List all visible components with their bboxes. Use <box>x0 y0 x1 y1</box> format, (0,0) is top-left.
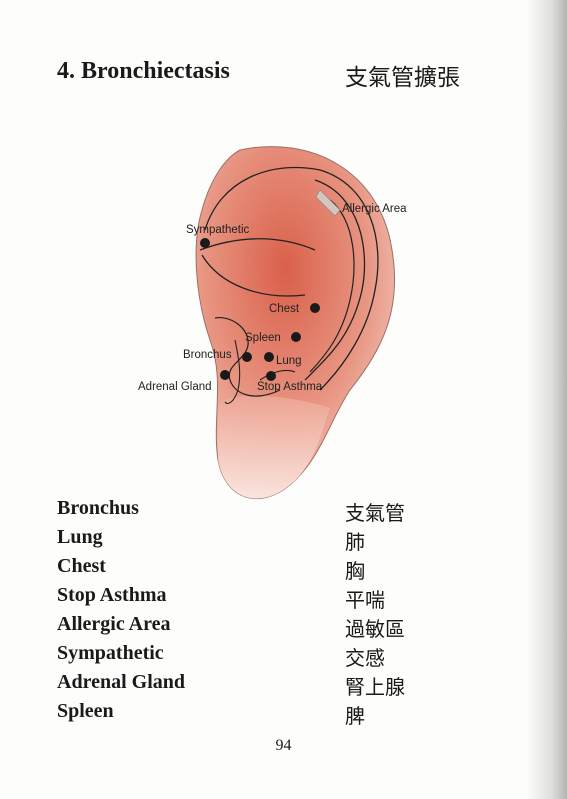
tragus-line <box>224 339 241 405</box>
upper-crus-line <box>199 238 316 251</box>
inner-helix-line <box>309 199 355 373</box>
page-number: 94 <box>275 737 292 754</box>
legend-english: Spleen <box>57 700 114 722</box>
legend-english: Adrenal Gland <box>57 671 185 693</box>
legend-english: Sympathetic <box>57 642 164 664</box>
page-edge-shadow <box>527 0 567 799</box>
sympathetic-point <box>200 238 210 248</box>
ear-lobe <box>218 395 330 499</box>
lung-point <box>264 352 274 362</box>
label-chest: Chest <box>269 303 300 315</box>
helix-line <box>204 166 379 391</box>
legend-row: Allergic Area 過敏區 <box>57 613 437 642</box>
antihelix-line <box>304 179 366 381</box>
legend-english: Stop Asthma <box>57 584 167 606</box>
legend-row: Spleen 脾 <box>57 700 437 729</box>
legend-chinese: 胸 <box>345 559 365 583</box>
spleen-point <box>291 332 301 342</box>
legend-chinese: 肺 <box>345 530 365 554</box>
legend-row: Stop Asthma 平喘 <box>57 584 437 613</box>
label-spleen: Spleen <box>245 332 281 344</box>
page-title: 4. Bronchiectasis <box>57 58 230 84</box>
legend-chinese: 腎上腺 <box>345 675 405 699</box>
chest-point <box>310 303 320 313</box>
label-adrenal-gland: Adrenal Gland <box>138 381 212 393</box>
concha-line <box>214 317 281 397</box>
adrenal-gland-point <box>220 370 230 380</box>
legend-row: Sympathetic 交感 <box>57 642 437 671</box>
legend-chinese: 平喘 <box>345 588 385 612</box>
label-bronchus: Bronchus <box>183 349 232 361</box>
bronchus-point <box>242 352 252 362</box>
allergic-area-marker <box>315 189 341 217</box>
ear-diagram: Allergic Area Sympathetic Chest Spleen B… <box>138 146 407 500</box>
legend-chinese: 脾 <box>345 704 365 728</box>
lower-crus-line <box>201 254 306 297</box>
legend-english: Chest <box>57 555 106 577</box>
point-legend: Bronchus 支氣管 Lung 肺 Chest 胸 Stop Asthma … <box>57 497 437 729</box>
antitragus-line <box>259 369 296 381</box>
legend-chinese: 支氣管 <box>345 501 405 525</box>
label-stop-asthma: Stop Asthma <box>257 381 323 393</box>
legend-row: Adrenal Gland 腎上腺 <box>57 671 437 700</box>
page-title-chinese: 支氣管擴張 <box>345 65 460 91</box>
legend-chinese: 過敏區 <box>345 617 405 641</box>
legend-row: Bronchus 支氣管 <box>57 497 437 526</box>
legend-english: Lung <box>57 526 103 548</box>
label-lung: Lung <box>276 355 302 367</box>
legend-chinese: 交感 <box>345 646 385 670</box>
label-sympathetic: Sympathetic <box>186 224 250 236</box>
legend-english: Allergic Area <box>57 613 171 635</box>
stop-asthma-point <box>266 371 276 381</box>
legend-english: Bronchus <box>57 497 139 519</box>
legend-row: Lung 肺 <box>57 526 437 555</box>
legend-row: Chest 胸 <box>57 555 437 584</box>
label-allergic-area: Allergic Area <box>342 203 407 215</box>
